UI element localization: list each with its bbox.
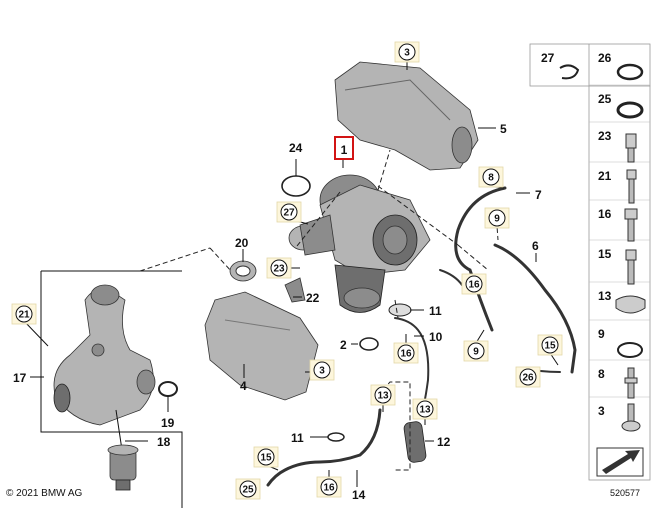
svg-text:3: 3 xyxy=(404,48,410,59)
callout-3-mid[interactable]: 3 xyxy=(309,359,335,381)
side-label-13[interactable]: 13 xyxy=(598,289,612,303)
callout-11-b[interactable]: 11 xyxy=(291,431,304,445)
callout-10[interactable]: 10 xyxy=(429,330,443,344)
svg-text:15: 15 xyxy=(260,453,272,464)
bolt-16-icon xyxy=(624,208,638,242)
callout-14[interactable]: 14 xyxy=(352,488,366,502)
svg-text:13: 13 xyxy=(377,391,389,402)
callout-6[interactable]: 6 xyxy=(532,239,539,253)
callout-26[interactable]: 26 xyxy=(515,366,541,388)
callout-21[interactable]: 21 xyxy=(11,303,37,325)
callout-15-b[interactable]: 15 xyxy=(253,446,279,468)
callout-22[interactable]: 22 xyxy=(306,291,320,305)
coolant-lines-drawing xyxy=(266,408,427,487)
clamp-20-drawing xyxy=(229,260,257,282)
bracket-22-drawing xyxy=(284,277,306,303)
side-label-27[interactable]: 27 xyxy=(541,51,555,65)
washer-26-icon xyxy=(616,63,644,81)
exhaust-manifold-drawing xyxy=(53,284,156,426)
callout-27[interactable]: 27 xyxy=(276,201,302,223)
clamp-13-icon xyxy=(615,295,646,314)
side-label-8[interactable]: 8 xyxy=(598,367,605,381)
svg-text:16: 16 xyxy=(400,349,412,360)
callout-20[interactable]: 20 xyxy=(235,236,249,250)
side-label-3[interactable]: 3 xyxy=(598,404,605,418)
svg-text:25: 25 xyxy=(242,485,254,496)
side-label-26[interactable]: 26 xyxy=(598,51,612,65)
callout-19[interactable]: 19 xyxy=(161,416,175,430)
svg-text:13: 13 xyxy=(419,405,431,416)
callout-24[interactable]: 24 xyxy=(289,141,303,155)
seal-9-icon xyxy=(617,342,643,358)
callout-17[interactable]: 17 xyxy=(13,371,27,385)
side-label-16[interactable]: 16 xyxy=(598,207,612,221)
side-part-icons xyxy=(559,63,646,477)
svg-text:3: 3 xyxy=(319,366,325,377)
callout-8[interactable]: 8 xyxy=(478,166,504,188)
callout-16-b[interactable]: 16 xyxy=(461,273,487,295)
screw-3-icon xyxy=(621,403,641,432)
svg-text:16: 16 xyxy=(468,280,480,291)
svg-text:23: 23 xyxy=(273,264,285,275)
callout-9-a[interactable]: 9 xyxy=(484,207,510,229)
side-label-15[interactable]: 15 xyxy=(598,247,612,261)
callout-16-c[interactable]: 16 xyxy=(316,476,342,498)
side-label-21[interactable]: 21 xyxy=(598,169,612,183)
callout-13-a[interactable]: 13 xyxy=(370,384,396,406)
svg-text:16: 16 xyxy=(323,483,335,494)
callout-7[interactable]: 7 xyxy=(535,188,542,202)
svg-text:9: 9 xyxy=(473,347,479,358)
stud-8-icon xyxy=(624,367,638,399)
bolt-21-icon xyxy=(626,169,637,204)
heat-shield-top-drawing xyxy=(334,61,479,171)
drawing-number: 520577 xyxy=(610,488,641,498)
svg-text:21: 21 xyxy=(18,310,30,321)
svg-text:27: 27 xyxy=(283,208,295,219)
svg-text:1: 1 xyxy=(341,143,348,157)
side-label-23[interactable]: 23 xyxy=(598,129,612,143)
callout-12[interactable]: 12 xyxy=(437,435,451,449)
heat-shield-bottom-drawing xyxy=(204,291,319,401)
bolt-23-icon xyxy=(625,133,637,163)
clip-27-icon xyxy=(559,64,580,80)
callout-25[interactable]: 25 xyxy=(235,478,261,500)
side-label-25[interactable]: 25 xyxy=(598,92,612,106)
svg-text:15: 15 xyxy=(544,341,556,352)
callout-4[interactable]: 4 xyxy=(240,379,247,393)
plain-callouts: 5 24 20 22 17 19 18 4 2 11 10 7 6 12 11 … xyxy=(13,122,542,502)
main-part-label[interactable]: 1 xyxy=(334,136,354,160)
svg-text:8: 8 xyxy=(488,173,494,184)
copyright-text: © 2021 BMW AG xyxy=(6,488,83,499)
seal-ring-2 xyxy=(359,337,379,351)
oil-lines-drawing xyxy=(394,186,577,405)
actuator-drawing xyxy=(107,409,139,491)
bolt-15-icon xyxy=(625,249,637,285)
side-parts-panel: 27 26 25 23 21 16 15 13 9 8 3 xyxy=(529,43,651,481)
gasket-11-drawing xyxy=(388,303,412,317)
side-label-9[interactable]: 9 xyxy=(598,327,605,341)
callout-9-b[interactable]: 9 xyxy=(463,340,489,362)
washer-25-icon xyxy=(616,101,644,119)
arrow-symbol-icon xyxy=(596,447,644,477)
svg-text:9: 9 xyxy=(494,214,500,225)
callout-11-a[interactable]: 11 xyxy=(429,304,442,318)
manifold-inset xyxy=(40,247,233,508)
svg-text:26: 26 xyxy=(522,373,534,384)
callout-18[interactable]: 18 xyxy=(157,435,171,449)
callout-3-top[interactable]: 3 xyxy=(394,41,420,63)
callout-23[interactable]: 23 xyxy=(266,257,292,279)
seal-ring-19 xyxy=(158,381,178,397)
seal-ring-24 xyxy=(281,175,311,197)
turbocharger-drawing xyxy=(288,174,431,313)
callout-2[interactable]: 2 xyxy=(340,338,347,352)
callout-16-a[interactable]: 16 xyxy=(393,342,419,364)
callout-13-b[interactable]: 13 xyxy=(412,398,438,420)
callout-15-a[interactable]: 15 xyxy=(537,334,563,356)
callout-5[interactable]: 5 xyxy=(500,122,507,136)
